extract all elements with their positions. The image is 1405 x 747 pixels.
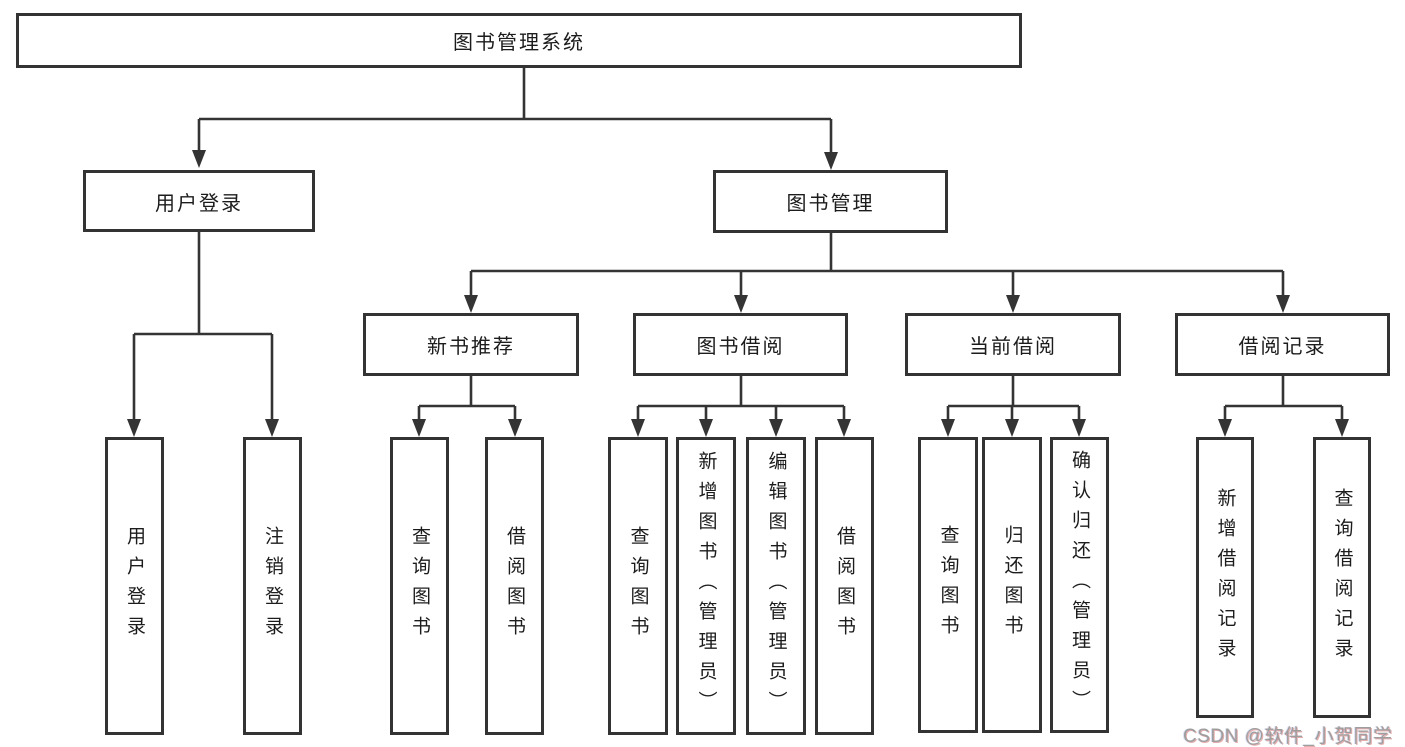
node-label: 归还图书 [1001, 525, 1023, 645]
node-label: 查询借阅记录 [1331, 487, 1353, 668]
node-label: 用户登录 [155, 192, 243, 215]
leaf-logout: 注销登录 [243, 437, 302, 735]
node-label: 新增图书（管理员） [695, 451, 717, 721]
node-label: 注销登录 [262, 526, 283, 646]
leaf-borrow-books: 借阅图书 [485, 437, 544, 735]
node-label: 用户登录 [124, 526, 145, 646]
node-label: 新书推荐 [427, 336, 515, 358]
leaf-query-books: 查询图书 [390, 437, 449, 735]
node-book-borrowing: 图书借阅 [633, 313, 848, 376]
leaf-query-books: 查询图书 [608, 437, 668, 735]
node-label: 查询图书 [627, 526, 649, 646]
node-label: 图书管理 [786, 193, 875, 215]
node-label: 当前借阅 [969, 336, 1057, 358]
node-label: 查询图书 [409, 526, 430, 646]
csdn-watermark: CSDN @软件_小贺同学 [1183, 726, 1393, 747]
node-label: 编辑图书（管理员） [765, 451, 787, 721]
node-book-management: 图书管理 [713, 170, 948, 233]
leaf-add-books-admin: 新增图书（管理员） [676, 437, 736, 735]
node-new-book-recommendation: 新书推荐 [363, 313, 579, 376]
leaf-return-books: 归还图书 [982, 437, 1042, 733]
leaf-confirm-return-admin: 确认归还（管理员） [1050, 437, 1109, 733]
node-label: 借阅图书 [834, 526, 855, 646]
node-library-management-system: 图书管理系统 [16, 13, 1022, 68]
leaf-add-borrow-record: 新增借阅记录 [1196, 437, 1254, 718]
leaf-user-login: 用户登录 [105, 437, 164, 735]
node-user-login: 用户登录 [83, 170, 315, 232]
node-borrowing-record: 借阅记录 [1175, 313, 1390, 376]
node-label: 查询图书 [937, 525, 959, 645]
node-label: 确认归还（管理员） [1069, 450, 1090, 720]
leaf-borrow-books: 借阅图书 [815, 437, 874, 735]
node-current-borrowing: 当前借阅 [905, 313, 1121, 376]
node-label: 图书管理系统 [453, 32, 585, 54]
node-label: 借阅图书 [504, 526, 525, 646]
leaf-query-books: 查询图书 [918, 437, 978, 733]
node-label: 图书借阅 [696, 336, 785, 358]
node-label: 借阅记录 [1238, 336, 1327, 358]
leaf-query-borrow-record: 查询借阅记录 [1313, 437, 1371, 718]
leaf-edit-books-admin: 编辑图书（管理员） [746, 437, 806, 735]
node-label: 新增借阅记录 [1214, 487, 1236, 668]
